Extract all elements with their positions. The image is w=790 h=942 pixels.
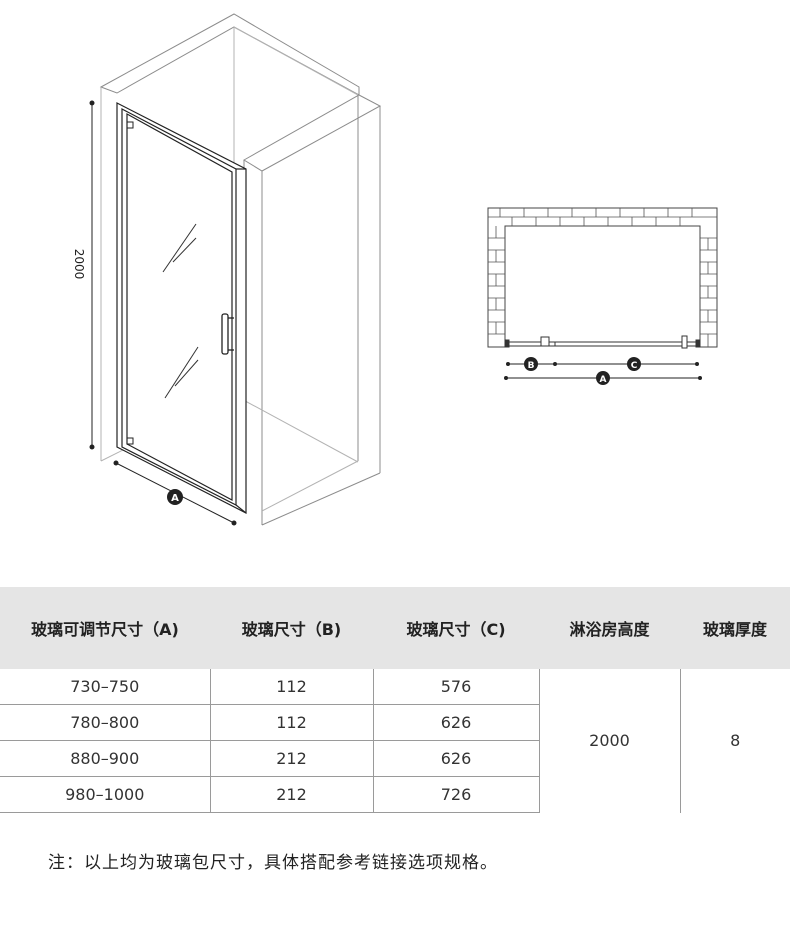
cell-a: 880–900 bbox=[0, 740, 210, 777]
height-dimension: 2000 bbox=[72, 100, 95, 450]
table-row: 780–800 112 626 bbox=[0, 704, 790, 741]
hinge-icon bbox=[127, 121, 134, 445]
marker-a-label: A bbox=[171, 493, 179, 504]
dimension-c: C bbox=[555, 357, 699, 371]
door-frame bbox=[116, 102, 247, 514]
dimension-a-plan: A bbox=[504, 371, 702, 385]
marker-c-label: C bbox=[631, 361, 638, 371]
brick-wall bbox=[487, 207, 718, 348]
cell-c: 726 bbox=[372, 776, 539, 813]
table-row: 730–750 112 576 2000 8 bbox=[0, 669, 790, 813]
dimension-b: B bbox=[506, 357, 557, 371]
right-wall bbox=[243, 94, 382, 526]
cell-c: 626 bbox=[372, 704, 539, 741]
table-row: 880–900 212 626 bbox=[0, 740, 790, 777]
header-size-c: 玻璃尺寸（C) bbox=[373, 587, 539, 669]
table-row: 980–1000 212 726 bbox=[0, 776, 790, 813]
marker-a-plan-label: A bbox=[600, 375, 607, 385]
plan-view: B C A bbox=[487, 207, 718, 385]
cell-b: 112 bbox=[209, 669, 373, 705]
height-label: 2000 bbox=[72, 249, 86, 280]
marker-b-label: B bbox=[528, 361, 535, 371]
cell-thickness: 8 bbox=[679, 669, 790, 813]
cell-b: 112 bbox=[209, 704, 373, 741]
cell-b: 212 bbox=[209, 776, 373, 813]
spec-table: 玻璃可调节尺寸（A) 玻璃尺寸（B) 玻璃尺寸（C) 淋浴房高度 玻璃厚度 73… bbox=[0, 587, 790, 813]
door-handle-icon bbox=[221, 313, 234, 355]
header-thickness: 玻璃厚度 bbox=[680, 587, 790, 669]
cell-a: 730–750 bbox=[70, 677, 140, 696]
table-header-row: 玻璃可调节尺寸（A) 玻璃尺寸（B) 玻璃尺寸（C) 淋浴房高度 玻璃厚度 bbox=[0, 587, 790, 669]
cell-b: 212 bbox=[209, 740, 373, 777]
width-dimension-a: A bbox=[113, 460, 237, 526]
header-adjustable-size: 玻璃可调节尺寸（A) bbox=[0, 587, 210, 669]
header-size-b: 玻璃尺寸（B) bbox=[210, 587, 373, 669]
left-wall bbox=[99, 13, 360, 96]
footnote: 注：以上均为玻璃包尺寸，具体搭配参考链接选项规格。 bbox=[48, 853, 498, 873]
header-height: 淋浴房高度 bbox=[539, 587, 680, 669]
cell-c: 576 bbox=[372, 669, 539, 705]
cell-c: 626 bbox=[372, 740, 539, 777]
cell-a: 780–800 bbox=[0, 704, 210, 741]
shower-door-diagram: 2000 A bbox=[72, 13, 718, 526]
cell-a: 980–1000 bbox=[0, 776, 210, 813]
plan-door-panel bbox=[504, 335, 701, 349]
glass-reflection-icon bbox=[162, 223, 199, 399]
cell-height: 2000 bbox=[538, 669, 680, 813]
enclosure-3d-drawing bbox=[99, 13, 382, 526]
